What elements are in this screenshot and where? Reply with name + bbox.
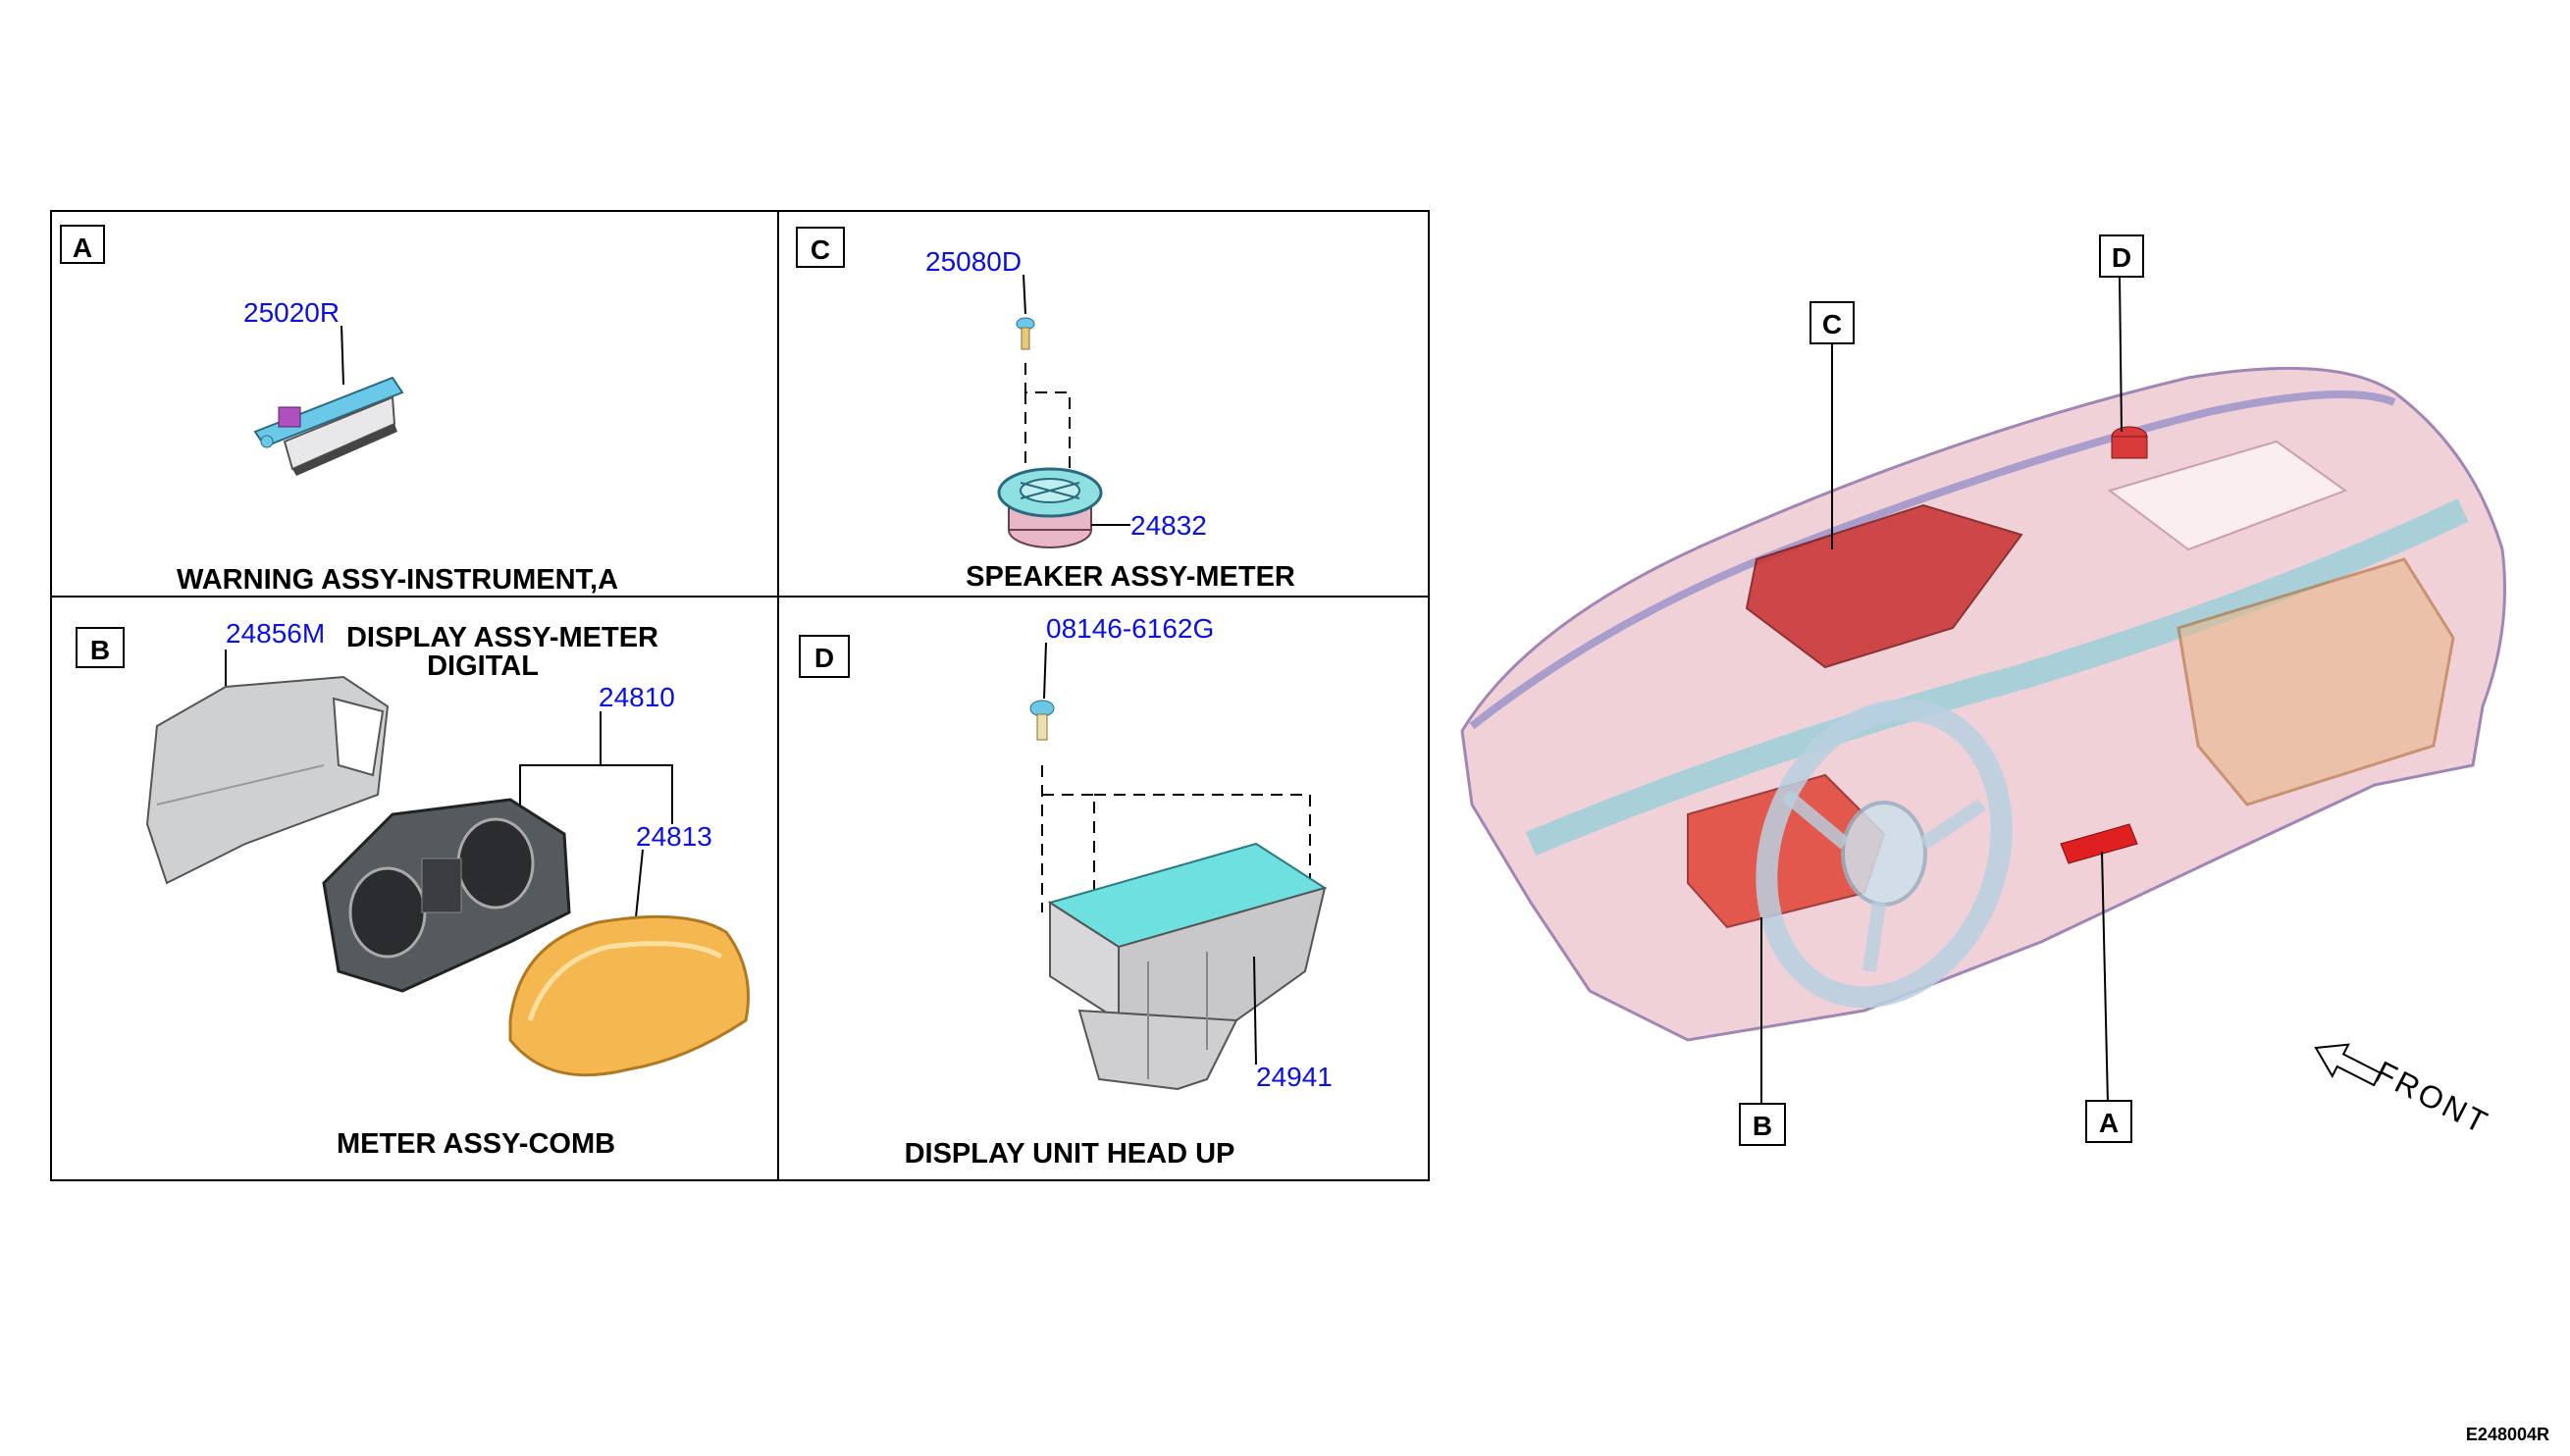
panel-a: A 25020R WARNING ASSY-INSTRUMENT,A — [60, 225, 618, 596]
panel-b-title-line1: DISPLAY ASSY-METER — [346, 622, 658, 653]
callout-b-box — [1739, 1103, 1786, 1146]
panel-d-letter: D — [814, 643, 834, 673]
bolt-08146-6162G — [1029, 700, 1055, 741]
panel-grid — [50, 210, 1430, 1181]
callout-d: D — [2112, 242, 2131, 273]
panel-b-title: METER ASSY-COMB — [337, 1128, 615, 1160]
panel-c: C 25080D 24832 SPEAKER ASSY-METER — [796, 227, 1295, 593]
panel-a-title: WARNING ASSY-INSTRUMENT,A — [177, 564, 618, 596]
callout-c: C — [1822, 309, 1842, 339]
panel-b: B 24856M DISPLAY ASSY-METER DIGITAL 2481… — [76, 618, 750, 1160]
warning-assy-part — [253, 376, 404, 476]
panel-c-letter: C — [811, 234, 830, 265]
part-number-25020R: 25020R — [243, 297, 340, 328]
callout-a-box — [2085, 1100, 2132, 1143]
callout-c-box — [1809, 301, 1855, 344]
part-number-24810: 24810 — [599, 682, 675, 712]
panel-d-letter-box — [799, 635, 850, 678]
part-number-24856M: 24856M — [226, 618, 325, 649]
panel-b-title-line2: DIGITAL — [427, 650, 539, 682]
part-number-24813: 24813 — [636, 821, 712, 852]
panel-c-letter-box — [796, 227, 845, 268]
front-label: FRONT — [2370, 1054, 2495, 1141]
hud-unit-part — [1047, 842, 1328, 1091]
panel-d-title: DISPLAY UNIT HEAD UP — [905, 1138, 1235, 1170]
speaker-marker — [2111, 426, 2148, 459]
callout-a: A — [2099, 1108, 2119, 1138]
dashboard-overview — [1460, 366, 2506, 1042]
overview-callouts: C D B A — [1739, 234, 2144, 1146]
callout-b: B — [1753, 1111, 1772, 1141]
panel-a-letter: A — [73, 233, 92, 263]
meter-assy-comb-part — [322, 798, 571, 993]
screw-25080D — [1016, 317, 1035, 350]
part-number-08146-6162G: 08146-6162G — [1046, 613, 1214, 644]
callout-d-box — [2099, 234, 2144, 278]
panel-a-letter-box — [60, 225, 105, 264]
front-arrow: FRONT — [2314, 1043, 2495, 1141]
display-assy-meter-part — [145, 675, 390, 885]
part-number-24941: 24941 — [1256, 1062, 1333, 1092]
meter-lens-part — [508, 914, 750, 1077]
panel-b-letter: B — [90, 635, 110, 665]
figure-code: E248004R — [2466, 1425, 2549, 1444]
part-number-24832: 24832 — [1130, 510, 1207, 541]
panel-d: D 08146-6162G 24941 DISPLAY UNIT HEAD UP — [799, 613, 1333, 1170]
panel-b-letter-box — [76, 627, 125, 668]
speaker-part — [997, 467, 1103, 548]
panel-c-title: SPEAKER ASSY-METER — [966, 561, 1295, 593]
part-number-25080D: 25080D — [925, 246, 1022, 277]
